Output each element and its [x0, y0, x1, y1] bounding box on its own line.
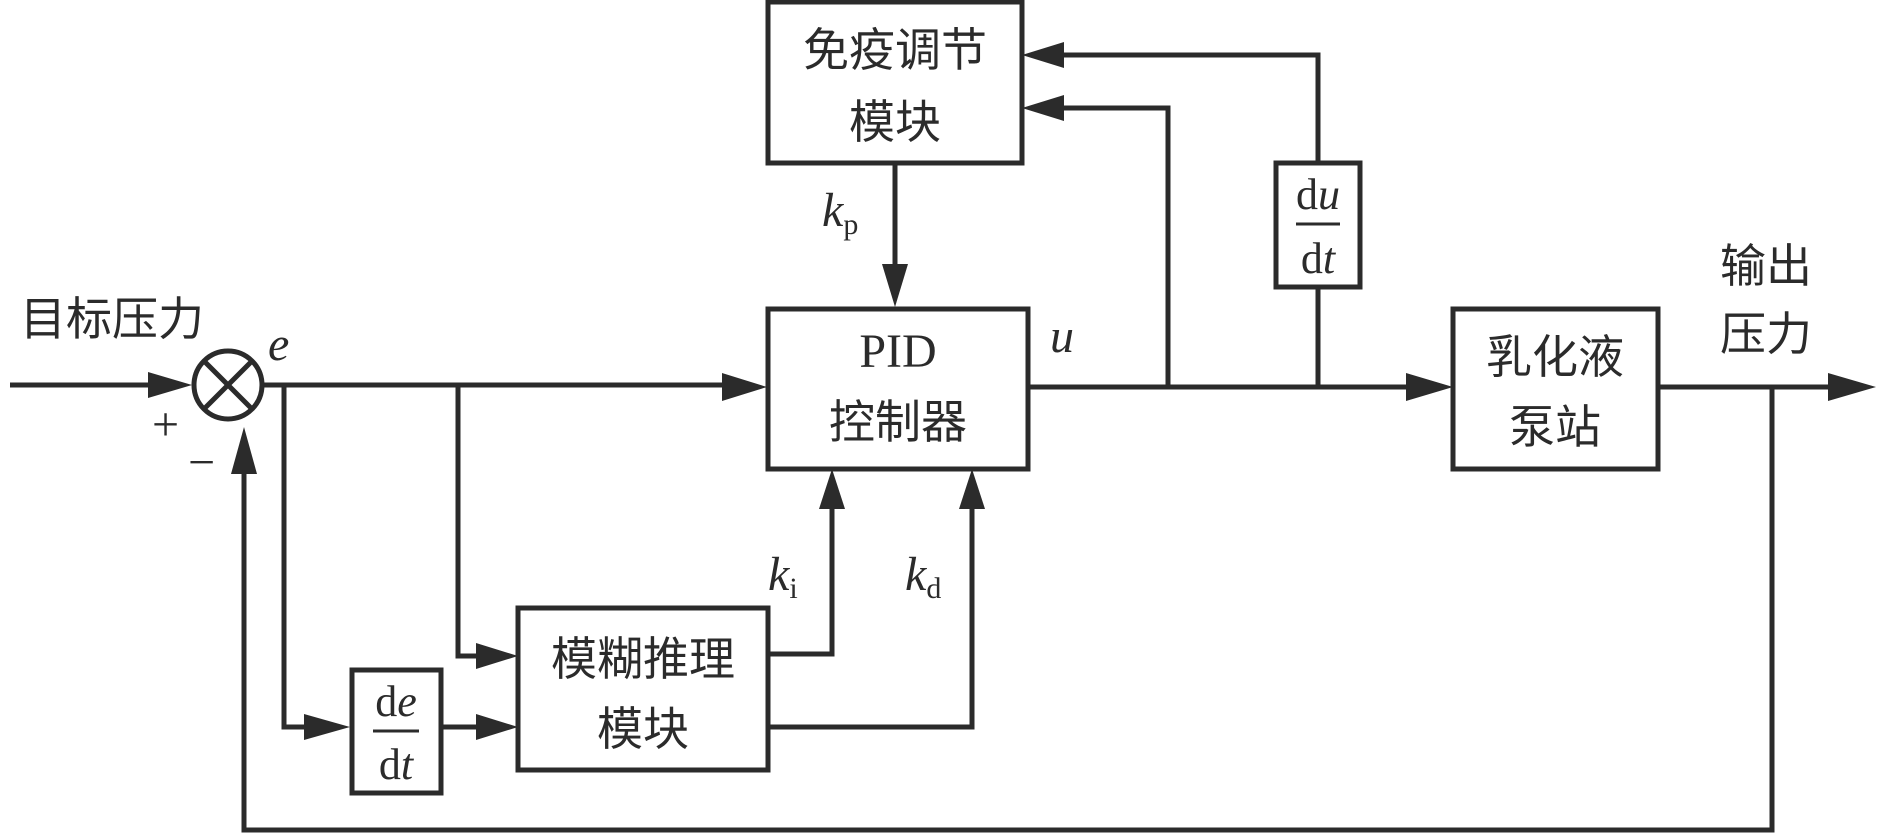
output-label-line2: 压力	[1720, 307, 1812, 361]
fuzzy-block-line2: 模块	[597, 702, 689, 756]
pump-block-line1: 乳化液	[1486, 330, 1624, 384]
arrow-u-into-immune	[1022, 95, 1064, 121]
fuzzy-block-line1: 模糊推理	[551, 632, 735, 686]
output-label-line1: 输出	[1720, 239, 1812, 293]
error-to-fuzzy-wire	[455, 385, 476, 659]
u-feedback-wire	[1056, 105, 1171, 387]
arrow-into-pid	[722, 373, 767, 401]
arrow-into-fuzzy-bottom	[476, 714, 518, 740]
minus-sign: −	[188, 436, 215, 489]
pid-controller-block: PID 控制器	[765, 306, 1031, 472]
pump-block-line2: 泵站	[1509, 400, 1601, 454]
arrow-feedback-into-junction	[231, 427, 257, 474]
du-dt-block: du dt	[1273, 160, 1363, 290]
immune-block-line2: 模块	[849, 95, 941, 149]
arrow-into-fuzzy-top	[476, 643, 518, 669]
arrow-into-derivative	[304, 714, 350, 740]
junction-cross-b	[202, 359, 254, 411]
arrow-into-junction	[148, 372, 192, 398]
error-to-derivative-wire	[281, 385, 304, 730]
arrow-kd-into-pid	[959, 469, 985, 509]
fuzzy-inference-block: 模糊推理 模块	[515, 605, 771, 773]
de-dt-denominator: dt	[379, 740, 415, 789]
arrow-into-pump	[1406, 373, 1453, 401]
du-dt-numerator: du	[1296, 170, 1340, 219]
summing-junction	[191, 348, 265, 422]
emulsion-pump-station-block: 乳化液 泵站	[1450, 306, 1661, 472]
de-dt-block: de dt	[349, 667, 444, 796]
control-signal-label: u	[1050, 310, 1074, 363]
ki-wire	[768, 506, 835, 657]
du-dt-denominator: dt	[1301, 234, 1337, 283]
error-signal-label: e	[268, 318, 289, 371]
immune-block-line1: 免疫调节	[803, 23, 987, 77]
circle-cross-icon	[191, 348, 265, 422]
arrow-ki-into-pid	[819, 469, 845, 509]
plus-sign: +	[152, 398, 179, 451]
pid-block-line1: PID	[859, 325, 936, 378]
arrow-output	[1828, 373, 1876, 401]
immune-regulation-block: 免疫调节 模块	[765, 0, 1025, 166]
arrowheads	[148, 42, 1876, 740]
ki-label: ki	[768, 548, 798, 605]
de-dt-numerator: de	[375, 677, 417, 726]
arrow-du-into-immune	[1022, 42, 1064, 68]
main-feedback-wire	[241, 387, 1775, 833]
kd-wire	[768, 506, 975, 730]
arrow-kp-into-pid	[882, 264, 908, 307]
kd-label: kd	[905, 548, 941, 605]
kp-label: kp	[822, 184, 858, 241]
target-pressure-label: 目标压力	[20, 292, 204, 346]
pid-block-line2: 控制器	[829, 395, 967, 449]
